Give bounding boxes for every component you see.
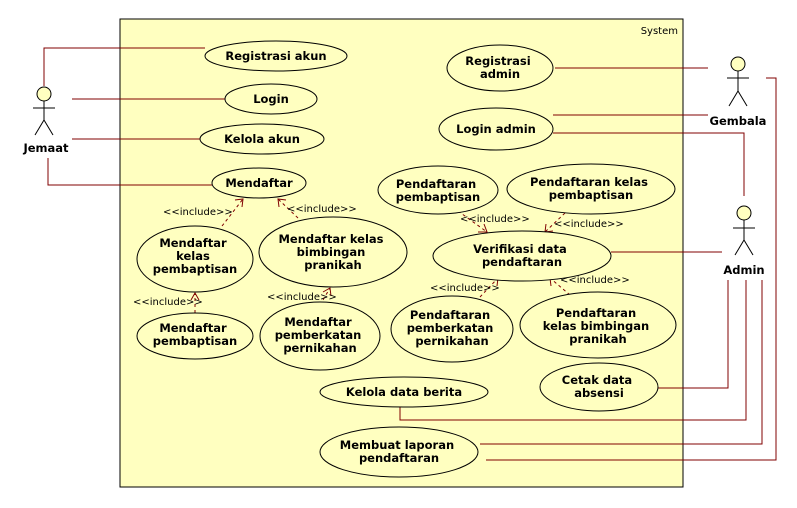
usecase-registrasi-akun[interactable]: Registrasi akun [204, 40, 348, 72]
assoc-jemaat-registrasi [43, 47, 205, 86]
usecase-cetak-data-absensi[interactable]: Cetak data absensi [539, 362, 659, 412]
include-label: <<include>> [560, 275, 630, 286]
actor-jemaat-label: Jemaat [22, 141, 69, 155]
svg-text:Mendaftar kelas pe: Mendaftar kelas pembaptisan [153, 236, 237, 276]
include-label: <<include>> [554, 219, 624, 230]
svg-text:Verifikasi data pendafta: Verifikasi data pendaftaran [473, 242, 571, 269]
usecase-mendaftar-kelas-bimbingan-pranikah[interactable]: Mendaftar kelas bimbingan pranikah [258, 216, 408, 288]
svg-text:Pendaftaran kelas bimbin: Pendaftaran kelas bimbingan pranikah [543, 306, 653, 346]
svg-text:Pendaftaran kelas pembap: Pendaftaran kelas pembaptisan [530, 175, 652, 202]
include-label: <<include>> [133, 297, 203, 308]
assoc-gembala-laporan [486, 77, 777, 461]
usecase-login-admin[interactable]: Login admin [438, 107, 554, 151]
usecase-pendaftaran-kelas-bimbingan-pranikah[interactable]: Pendaftaran kelas bimbingan pranikah [519, 291, 677, 359]
actor-admin-label: Admin [723, 263, 764, 277]
svg-text:Mendaftar pemberkatan: Mendaftar pemberkatan pernikahan [275, 315, 366, 355]
usecase-kelola-akun[interactable]: Kelola akun [199, 123, 325, 155]
usecase-mendaftar-kelas-pembaptisan[interactable]: Mendaftar kelas pembaptisan [136, 225, 254, 293]
svg-text:Registrasi akun: Registrasi akun [225, 49, 326, 63]
svg-text:Login: Login [253, 92, 289, 106]
usecase-kelola-data-berita[interactable]: Kelola data berita [319, 376, 489, 408]
system-label: System [641, 26, 678, 37]
actor-gembala-label: Gembala [710, 114, 767, 128]
usecase-registrasi-admin[interactable]: Registrasi admin [446, 44, 554, 92]
usecase-pendaftaran-kelas-pembaptisan[interactable]: Pendaftaran kelas pembaptisan [506, 163, 676, 215]
actor-jemaat: Jemaat [22, 86, 69, 155]
usecase-membuat-laporan-pendaftaran[interactable]: Membuat laporan pendaftaran [319, 426, 479, 478]
svg-text:Kelola data berita: Kelola data berita [346, 385, 462, 399]
include-label: <<include>> [163, 207, 233, 218]
include-mendaftar-pemberkatan [319, 287, 332, 306]
include-mendaftar-pembaptisan [190, 291, 200, 313]
usecase-pendaftaran-pembaptisan[interactable]: Pendaftaran pembaptisan [377, 165, 499, 215]
svg-text:Kelola akun: Kelola akun [224, 132, 300, 146]
svg-text:Mendaftar kelas bimbinga: Mendaftar kelas bimbingan pranikah [278, 232, 387, 272]
include-mendaftar-kelas-pembaptisan [221, 198, 244, 227]
usecase-login[interactable]: Login [224, 83, 318, 115]
include-mendaftar-kelas-bimbingan [277, 198, 299, 219]
svg-text:Mendaftar pembaptisan: Mendaftar pembaptisan [153, 321, 237, 348]
usecase-mendaftar-pemberkatan-pernikahan[interactable]: Mendaftar pemberkatan pernikahan [259, 301, 381, 371]
assoc-jemaat-mendaftar [47, 158, 212, 186]
include-label: <<include>> [287, 204, 357, 215]
usecase-mendaftar[interactable]: Mendaftar [211, 167, 307, 199]
svg-text:Pendaftaran pembaptisan: Pendaftaran pembaptisan [396, 177, 480, 204]
svg-text:Login admin: Login admin [456, 122, 536, 136]
usecase-verifikasi-data-pendaftaran[interactable]: Verifikasi data pendaftaran [432, 230, 612, 282]
assoc-admin-laporan [480, 280, 763, 445]
assoc-admin-berita [399, 280, 747, 421]
include-label: <<include>> [267, 292, 337, 303]
actor-admin: Admin [723, 205, 765, 277]
usecase-pendaftaran-pemberkatan-pernikahan[interactable]: Pendaftaran pemberkatan pernikahan [390, 295, 514, 363]
svg-text:Cetak data absensi: Cetak data absensi [562, 373, 636, 400]
usecase-mendaftar-pembaptisan[interactable]: Mendaftar pembaptisan [136, 312, 254, 360]
svg-text:Pendaftaran pemberkatan: Pendaftaran pemberkatan pernikahan [407, 308, 498, 348]
include-pendaftaran-pembaptisan [457, 210, 488, 233]
assoc-admin-login-admin [553, 132, 745, 196]
include-label: <<include>> [430, 283, 500, 294]
include-label: <<include>> [460, 214, 530, 225]
svg-text:Membuat laporan pendafta: Membuat laporan pendaftaran [340, 438, 458, 465]
svg-text:Registrasi admin: Registrasi admin [465, 54, 534, 81]
assoc-admin-cetak [658, 280, 729, 389]
svg-text:Mendaftar: Mendaftar [225, 176, 293, 190]
actor-gembala: Gembala [710, 56, 767, 128]
